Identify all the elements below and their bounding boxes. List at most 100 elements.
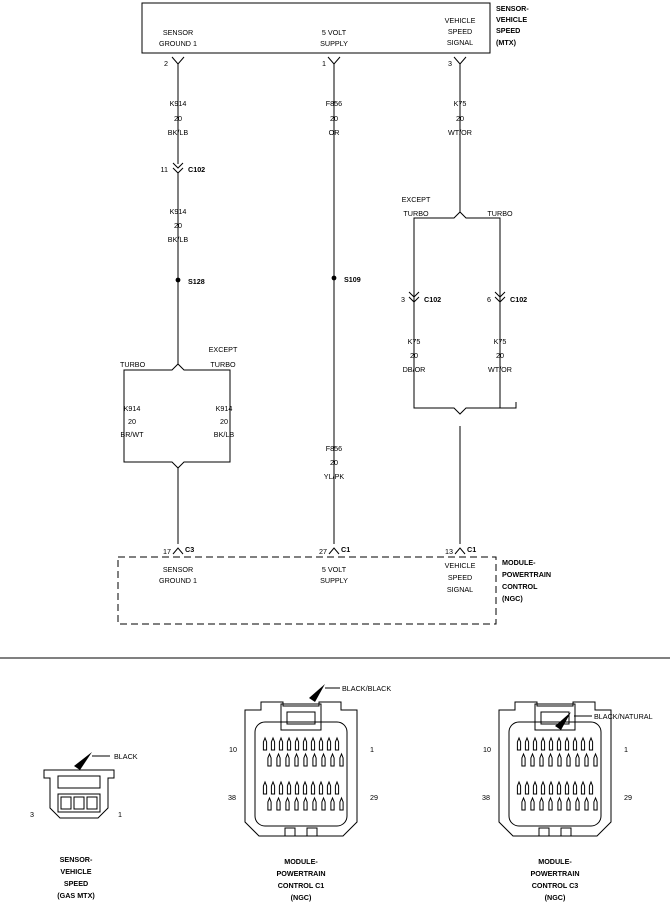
c102-except-name: C102: [424, 295, 441, 304]
k75-branch-turbo-label: TURBO: [487, 209, 513, 218]
k914-mid-gauge: 20: [174, 221, 182, 230]
pcm-name-line-1: MODULE-: [502, 558, 536, 567]
sensor-color-label: BLACK: [114, 752, 138, 761]
k75-except-circuit: K75: [408, 337, 421, 346]
c102-left-name: C102: [188, 165, 205, 174]
connector-cavity: [566, 796, 571, 811]
c1-pin-29: 29: [370, 793, 378, 802]
k75-upper-circuit: K75: [454, 99, 467, 108]
pcm-pin-13: 13: [445, 547, 453, 556]
connector-cavity: [321, 752, 326, 767]
c102-turbo-pin: 6: [487, 295, 491, 304]
sensor-pin-label-supply-1: 5 VOLT: [322, 28, 347, 37]
pcm-name-line-4: (NGC): [502, 594, 523, 603]
k75-branch-except-label-2: TURBO: [403, 209, 429, 218]
sensor-connector-latch: [57, 775, 101, 789]
sensor-connector-cavity-frame: [57, 793, 101, 813]
connector-cavity: [539, 796, 544, 811]
connector-cavity: [276, 796, 281, 811]
connector-cavity: [303, 796, 308, 811]
c1-key-left: [284, 827, 296, 837]
connector-cavity: [580, 736, 586, 751]
sensor-pin-number-signal: 3: [448, 59, 452, 68]
splice-s109-label: S109: [344, 275, 361, 284]
c1-caption-2: POWERTRAIN: [276, 869, 325, 878]
connector-cavity: [516, 736, 522, 751]
connector-cavity: [294, 780, 300, 795]
c102-except-pin: 3: [401, 295, 405, 304]
sensor-caption-3: SPEED: [64, 879, 88, 888]
pcm-terminal-c3-17: [172, 547, 184, 555]
pcm-dashed-box: [117, 556, 497, 625]
c3-pin-10: 10: [483, 745, 491, 754]
sensor-name-line-1: SENSOR-: [496, 4, 529, 13]
pcm-label-signal-1: VEHICLE: [445, 561, 476, 570]
k914-except-circuit: K914: [216, 404, 233, 413]
pcm-label-ground-2: GROUND 1: [159, 576, 197, 585]
k914-except-color: BK/LB: [214, 430, 235, 439]
sensor-caption-2: VEHICLE: [60, 867, 91, 876]
k914-upper-gauge: 20: [174, 114, 182, 123]
sensor-caption-1: SENSOR-: [60, 855, 93, 864]
connector-cavity: [339, 752, 344, 767]
sensor-cavity-1: [86, 796, 98, 810]
sensor-pin-number-ground: 2: [164, 59, 168, 68]
connector-cavity: [286, 780, 292, 795]
connector-cavity: [270, 736, 276, 751]
connector-view-sensor: BLACK 3 1 SENSOR- VEHICLE SPEED (GAS MTX…: [30, 752, 138, 900]
connector-cavity: [270, 780, 276, 795]
connector-cavity: [593, 752, 598, 767]
c3-key-left: [538, 827, 550, 837]
connector-cavity: [339, 796, 344, 811]
sensor-box: [141, 2, 491, 54]
connector-cavity: [524, 736, 530, 751]
connector-cavity: [524, 780, 530, 795]
k914-branch-split: [123, 363, 231, 376]
connector-cavity: [575, 752, 580, 767]
c102-turbo-chevron-bottom: [494, 296, 506, 303]
k914-turbo-circuit: K914: [124, 404, 141, 413]
c1-caption-1: MODULE-: [284, 857, 318, 866]
c1-connector-latch: [280, 703, 322, 731]
f856-lower-color: YL/PK: [324, 472, 345, 481]
connector-cavity: [303, 752, 308, 767]
pcm-connector-c3: C3: [185, 545, 194, 554]
connector-cavity: [262, 736, 268, 751]
k75-turbo-circuit: K75: [494, 337, 507, 346]
connector-view-pcm-c3: BLACK/NATURAL 10 1 38 29 MODULE- POWERTR…: [482, 701, 653, 902]
c102-left-chevron-top: [172, 162, 184, 169]
connector-cavity: [302, 736, 308, 751]
sensor-pin-label-ground-1: SENSOR: [163, 28, 193, 37]
connector-cavity: [318, 736, 324, 751]
sensor-terminal-ground: [171, 56, 185, 65]
connector-cavity: [540, 780, 546, 795]
c3-connector-body: [508, 721, 602, 827]
k914-turbo-gauge: 20: [128, 417, 136, 426]
connector-cavity: [278, 780, 284, 795]
connector-cavity: [310, 780, 316, 795]
k75-branch-merge: [413, 402, 517, 415]
k75-except-color: DB/OR: [403, 365, 426, 374]
sensor-pin-label-supply-2: SUPPLY: [320, 39, 348, 48]
connector-cavity: [326, 736, 332, 751]
pcm-terminal-c1-13: [454, 547, 466, 555]
circuit-k75: K75 20 WT/OR EXCEPT TURBO TURBO 3 C102 K…: [401, 64, 527, 544]
c1-pin-10: 10: [229, 745, 237, 754]
connector-cavity: [267, 752, 272, 767]
c3-caption-3: CONTROL C3: [532, 881, 579, 890]
pcm-pin-27: 27: [319, 547, 327, 556]
c3-color-arrow: [555, 712, 571, 730]
c102-turbo-name: C102: [510, 295, 527, 304]
c1-key-right: [306, 827, 318, 837]
sensor-vehicle-speed-component: SENSOR- VEHICLE SPEED (MTX) SENSOR GROUN…: [141, 2, 529, 68]
connector-cavity: [310, 736, 316, 751]
k914-branch-turbo-label: TURBO: [120, 360, 146, 369]
c3-caption-4: (NGC): [545, 893, 566, 902]
c3-pin-29: 29: [624, 793, 632, 802]
connector-cavity: [575, 796, 580, 811]
c3-caption-2: POWERTRAIN: [530, 869, 579, 878]
connector-cavity: [326, 780, 332, 795]
c1-caption-4: (NGC): [291, 893, 312, 902]
connector-cavity: [532, 736, 538, 751]
